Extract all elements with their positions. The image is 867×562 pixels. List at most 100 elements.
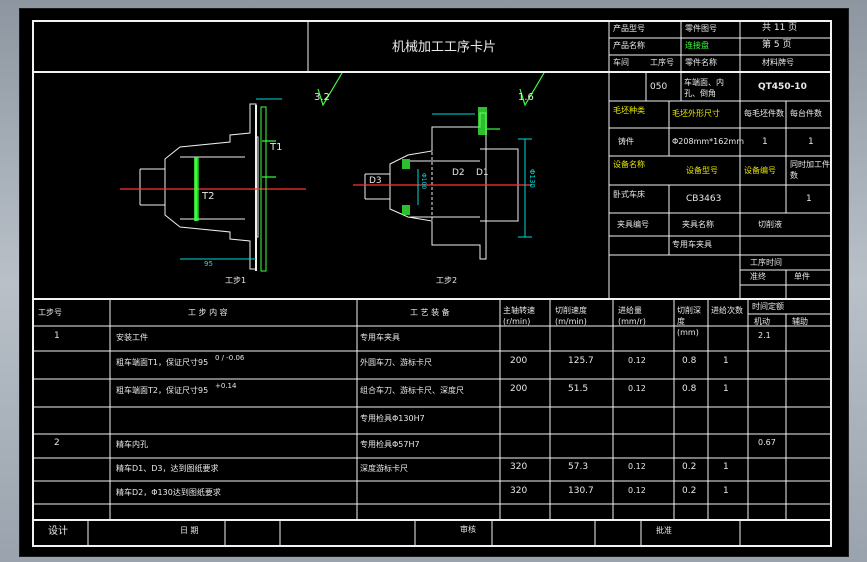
cell-equipment: 专用检具Φ57H7 (360, 440, 420, 449)
cell-cutting-speed: 57.3 (568, 462, 589, 472)
cell-content: 精车D1、D3，达到图纸要求 (116, 464, 219, 473)
cell-equipment: 专用车夹具 (360, 333, 400, 342)
pieces-per-blank-label: 每毛坯件数 (744, 109, 784, 118)
equipment-model-value: CB3463 (686, 194, 722, 204)
part-name-label: 零件名称 (685, 58, 717, 67)
cell-content: 精车内孔 (116, 440, 148, 449)
step1-drawing (120, 72, 343, 272)
material-label: 材料牌号 (762, 58, 794, 67)
blank-size-label: 毛坯外形尺寸 (672, 109, 720, 118)
roughness-left: 3.2 (314, 92, 330, 103)
product-name-label: 产品名称 (613, 41, 645, 50)
simultaneous-value: 1 (806, 194, 812, 204)
cell-depth: 0.8 (682, 384, 697, 394)
th-step-no: 工步号 (38, 308, 62, 317)
total-pages: 共 11 页 (762, 23, 798, 33)
equipment-name-label: 设备名称 (613, 160, 645, 169)
blank-type-value: 铸件 (618, 137, 634, 146)
time-label: 工序时间 (750, 258, 782, 267)
cell-machine-time: 2.1 (758, 331, 771, 340)
footer-approve: 批准 (656, 526, 672, 535)
roughness-right: 1.6 (518, 92, 534, 103)
pieces-per-unit-label: 每台件数 (790, 109, 822, 118)
cell-machine-time: 0.67 (758, 438, 776, 447)
step1-caption: 工步1 (225, 276, 247, 285)
step2-caption: 工步2 (436, 276, 458, 285)
pieces-per-blank-value: 1 (762, 137, 768, 147)
cell-step-no: 2 (54, 438, 60, 448)
page-number: 第 5 页 (762, 40, 792, 50)
cell-content: 安装工件 (116, 333, 148, 342)
equipment-no-label: 设备编号 (744, 166, 776, 175)
th-cutting-speed: 切削速度 (m/min) (555, 306, 587, 326)
cell-depth: 0.2 (682, 462, 697, 472)
cell-content: 粗车端面T1，保证尺寸95 (116, 358, 209, 367)
cell-passes: 1 (723, 462, 729, 472)
cell-spindle-speed: 200 (510, 356, 528, 366)
footer-date: 日 期 (180, 526, 199, 535)
cell-equipment: 外圆车刀、游标卡尺 (360, 358, 432, 367)
unit-time-label: 单件 (794, 272, 810, 281)
step2-label-d2: D2 (452, 168, 465, 178)
pieces-per-unit-value: 1 (808, 137, 814, 147)
step2-label-d3: D3 (369, 176, 382, 186)
step2-label-d1: D1 (476, 168, 489, 178)
cell-spindle-speed: 320 (510, 462, 528, 472)
th-equipment: 工 艺 装 备 (410, 308, 450, 317)
material-value: QT450-10 (758, 82, 807, 92)
th-time: 时间定额 (752, 302, 784, 311)
part-drawing-no-label: 零件图号 (685, 24, 717, 33)
cell-passes: 1 (723, 384, 729, 394)
simultaneous-label: 同时加工件数 (790, 160, 830, 180)
cell-tolerance: +0.14 (215, 382, 237, 390)
cell-feed: 0.12 (628, 462, 646, 471)
footer-review: 审核 (460, 525, 476, 534)
cell-spindle-speed: 320 (510, 486, 528, 496)
footer-design: 设计 (48, 526, 68, 537)
cell-depth: 0.2 (682, 486, 697, 496)
coolant-label: 切削液 (758, 220, 782, 229)
cell-content: 粗车端面T2，保证尺寸95 (116, 386, 209, 395)
th-spindle-speed: 主轴转速 (r/min) (503, 306, 535, 326)
prep-time-label: 准终 (750, 272, 766, 281)
cell-passes: 1 (723, 486, 729, 496)
cell-equipment: 深度游标卡尺 (360, 464, 408, 473)
cell-equipment: 专用检具Φ130H7 (360, 414, 425, 423)
blank-size-value: Φ208mm*162mm (672, 137, 745, 146)
cell-feed: 0.12 (628, 384, 646, 393)
process-no-label: 工序号 (650, 58, 674, 67)
cell-feed: 0.12 (628, 356, 646, 365)
process-name: 车端面、内孔、倒角 (684, 78, 724, 98)
card-gridlines (32, 20, 832, 547)
card-title: 机械加工工序卡片 (392, 40, 497, 55)
step1-dimension: 95 (204, 260, 213, 268)
blank-type-label: 毛坯种类 (613, 106, 645, 115)
process-card-sheet: 机械加工工序卡片 产品型号 产品名称 连接盘 零件图号 零件名称 共 11 页 … (19, 8, 849, 557)
cell-equipment: 组合车刀、游标卡尺、深度尺 (360, 386, 464, 395)
product-name-value: 连接盘 (685, 41, 709, 50)
cell-spindle-speed: 200 (510, 384, 528, 394)
cell-cutting-speed: 130.7 (568, 486, 594, 496)
product-model-label: 产品型号 (613, 24, 645, 33)
th-aux-time: 辅助 (792, 317, 808, 326)
th-feed: 进给量 (mm/r) (618, 306, 646, 326)
fixture-name-value: 专用车夹具 (672, 240, 712, 249)
cell-tolerance: 0 / -0.06 (215, 354, 245, 362)
th-content: 工 步 内 容 (188, 308, 228, 317)
cell-content: 精车D2，Φ130达到图纸要求 (116, 488, 221, 497)
cell-passes: 1 (723, 356, 729, 366)
equipment-model-label: 设备型号 (686, 166, 718, 175)
step2-dimension-outer: Φ130 (528, 169, 536, 188)
cell-cutting-speed: 125.7 (568, 356, 594, 366)
fixture-name-label: 夹具名称 (682, 220, 714, 229)
cell-cutting-speed: 51.5 (568, 384, 589, 394)
step1-label-t2: T2 (202, 191, 215, 202)
cell-depth: 0.8 (682, 356, 697, 366)
step1-label-t1: T1 (270, 142, 283, 153)
cell-step-no: 1 (54, 331, 60, 341)
equipment-name-value: 卧式车床 (613, 190, 645, 199)
step2-drawing (353, 72, 545, 260)
step2-dimension-inner: Φ100 (420, 173, 427, 190)
cell-feed: 0.12 (628, 486, 646, 495)
